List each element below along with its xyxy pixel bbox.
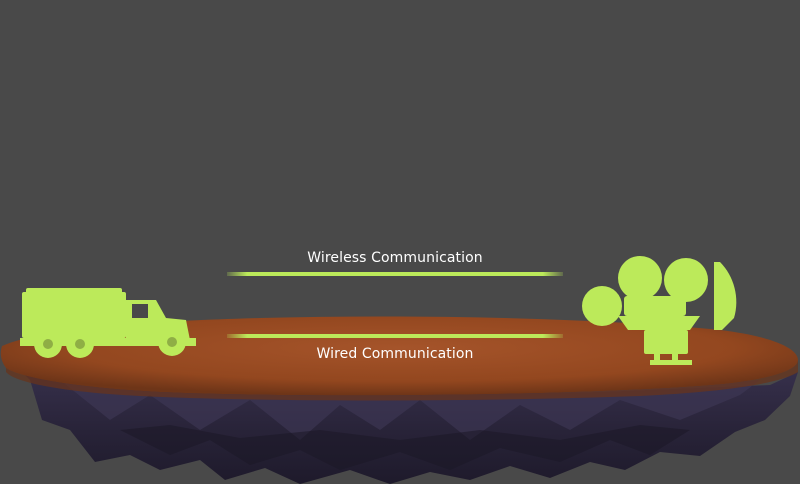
wireless-link-line <box>227 272 563 276</box>
wireless-communication-label: Wireless Communication <box>307 250 483 266</box>
ground-surface <box>0 316 799 401</box>
wired-communication-label: Wired Communication <box>316 346 474 362</box>
antenna-station-icon <box>582 256 737 365</box>
military-truck-icon <box>20 288 196 358</box>
wired-link-line <box>227 334 563 338</box>
